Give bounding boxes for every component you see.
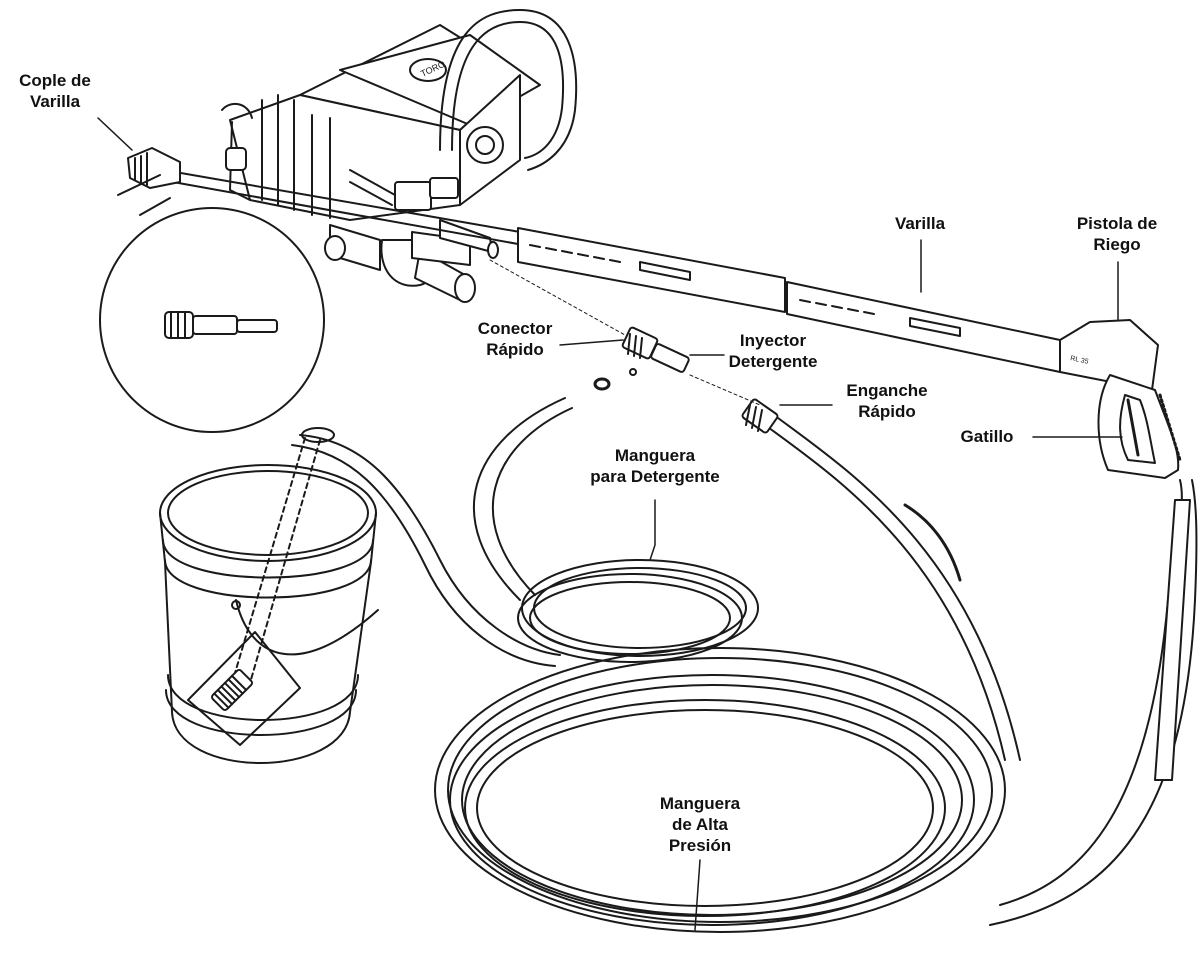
high-pressure-hose xyxy=(434,417,1198,933)
label-cople-de-varilla: Cople de Varilla xyxy=(19,71,91,111)
coupler-detail-inset xyxy=(99,174,325,433)
label-manguera-de-alta-presion: Manguera de Alta Presión xyxy=(659,794,741,855)
leader-lines xyxy=(97,117,1123,931)
quick-coupler xyxy=(741,398,779,434)
label-conector-rapido: Conector Rápido xyxy=(477,319,553,359)
detergent-injector xyxy=(629,343,690,376)
quick-connector xyxy=(621,326,659,360)
pump-assembly: TORO xyxy=(221,9,578,303)
detergent-bucket xyxy=(159,427,379,764)
label-enganche-rapido: Enganche Rápido xyxy=(846,381,928,421)
label-pistola-de-riego: Pistola de Riego xyxy=(1076,214,1158,254)
spray-gun: RL 35 xyxy=(1059,319,1182,479)
label-varilla: Varilla xyxy=(894,214,946,233)
gun-tag: RL 35 xyxy=(1070,355,1090,366)
o-ring xyxy=(593,377,611,391)
label-manguera-para-detergente: Manguera para Detergente xyxy=(590,446,720,486)
label-gatillo: Gatillo xyxy=(960,427,1014,446)
detergent-hose xyxy=(291,397,759,667)
wand xyxy=(127,147,1061,373)
label-inyector-detergente: Inyector Detergente xyxy=(728,331,818,371)
